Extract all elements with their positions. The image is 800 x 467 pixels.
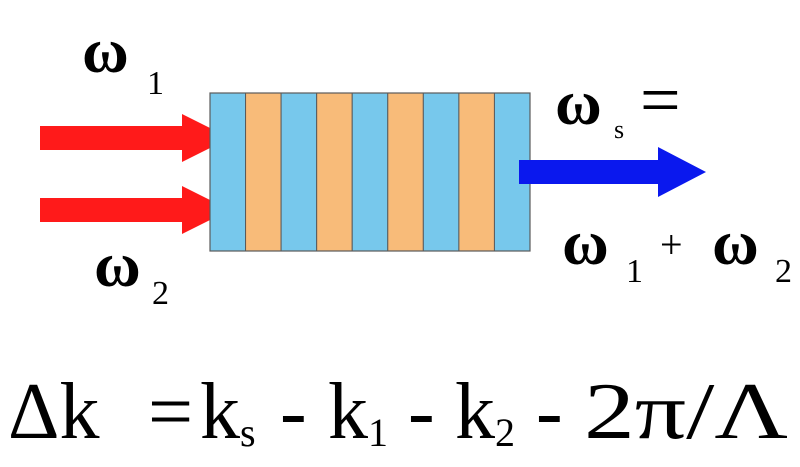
k-s-symbol: k: [200, 368, 240, 456]
minus-sign-2: -: [408, 368, 435, 456]
crystal-layer: [351, 92, 389, 252]
sum-frequency-first-omega: ω: [562, 207, 609, 278]
crystal-layer: [316, 92, 353, 252]
output-frequency-label: ω: [555, 67, 602, 138]
input-frequency-1-label: ω: [82, 15, 129, 86]
sum-frequency-second-subscript: 2: [775, 253, 792, 290]
crystal-layer: [245, 92, 282, 252]
phase-mismatch-equation: Δk = k s - k 1 - k 2 - 2π/Λ: [8, 368, 788, 456]
omega-symbol: ω: [712, 207, 759, 278]
omega-symbol: ω: [555, 67, 602, 138]
k-s-subscript: s: [240, 410, 256, 455]
omega-symbol: ω: [562, 207, 609, 278]
k-1-symbol: k: [328, 368, 368, 456]
crystal-layer: [209, 92, 247, 252]
output-beam-arrow: [519, 147, 706, 197]
omega-symbol: ω: [94, 229, 141, 300]
omega-symbol: ω: [82, 15, 129, 86]
input-frequency-1-subscript: 1: [147, 65, 164, 102]
sum-plus-sign: +: [660, 222, 683, 267]
input-frequency-2-subscript: 2: [152, 275, 169, 312]
equation-equals: =: [148, 368, 193, 456]
delta-k: Δk: [8, 368, 99, 456]
input-frequency-2-label: ω: [94, 229, 141, 300]
crystal-layer: [458, 92, 495, 252]
sum-frequency-second-omega: ω: [712, 207, 759, 278]
k-2-subscript: 2: [495, 410, 515, 455]
grating-vector-term: 2π/Λ: [584, 368, 788, 456]
sum-frequency-first-subscript: 1: [626, 253, 643, 290]
k-2-symbol: k: [455, 368, 495, 456]
periodic-crystal: [209, 92, 531, 252]
input-beam-2-arrow: [40, 186, 230, 234]
input-beam-1-arrow: [40, 114, 230, 162]
output-frequency-subscript: s: [614, 115, 624, 144]
crystal-layer: [422, 92, 460, 252]
minus-sign-3: -: [536, 368, 563, 456]
k-1-subscript: 1: [368, 410, 388, 455]
output-equals-sign: =: [640, 60, 681, 140]
crystal-layer: [387, 92, 424, 252]
minus-sign-1: -: [280, 368, 307, 456]
input-beams: [40, 114, 230, 234]
crystal-layer: [280, 92, 318, 252]
